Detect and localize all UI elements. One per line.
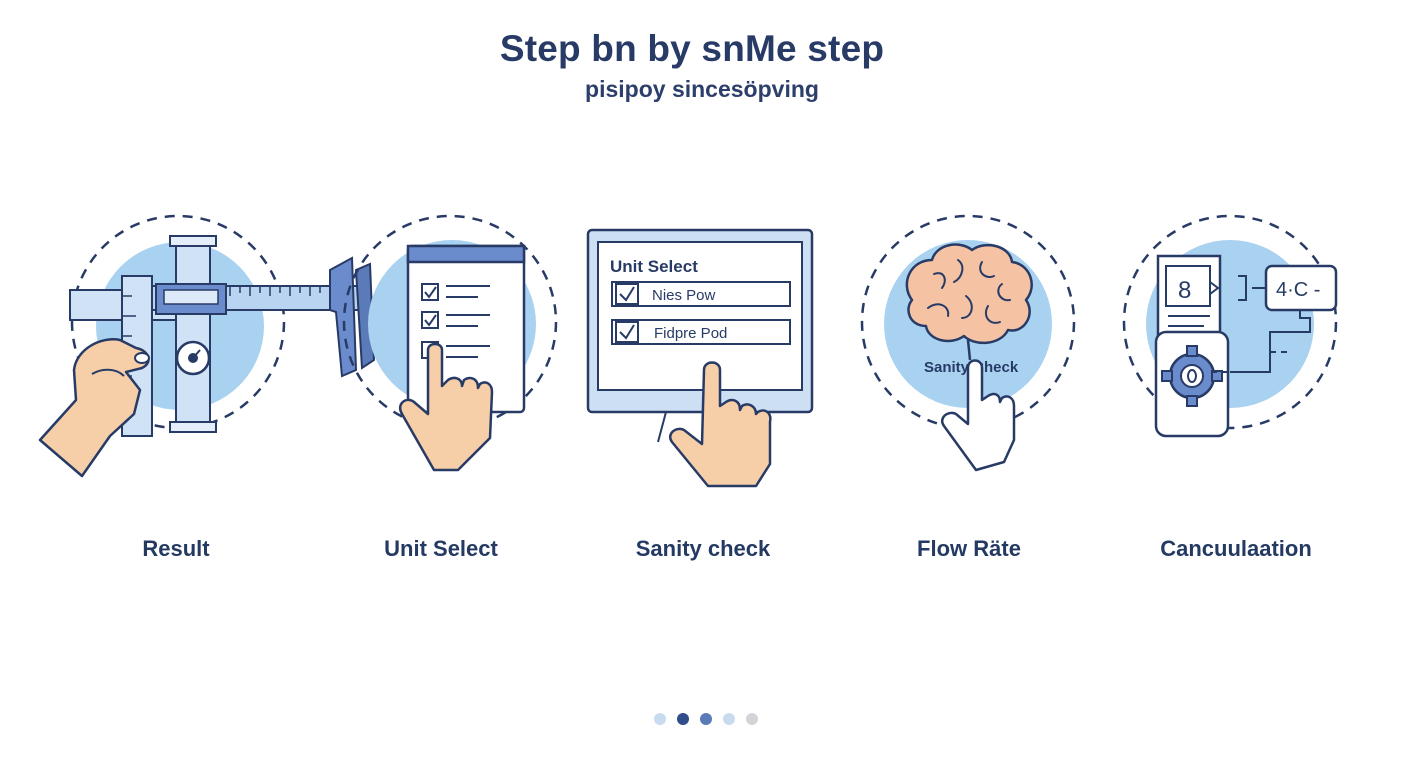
page-subtitle: pisipoy sincesöpving <box>585 76 819 102</box>
pager-dot-3[interactable] <box>700 713 712 725</box>
calculator-gear-icon: 8 4·C - <box>1122 214 1338 438</box>
carousel-pagination <box>654 713 758 725</box>
pager-dot-1[interactable] <box>654 713 666 725</box>
monitor-option-1: Nies Pow <box>652 287 716 304</box>
step-label-result: Result <box>142 536 210 561</box>
calculator-readout: 4·C - <box>1276 279 1320 301</box>
brain-check-icon: Sanity Check <box>860 214 1076 472</box>
caliper-measure-icon <box>38 214 376 478</box>
step-label-sanity-check: Sanity check <box>635 536 771 561</box>
pager-dot-2-active[interactable] <box>677 713 689 725</box>
monitor-form-icon: Unit Select Nies Pow Fidpre Pod <box>586 228 814 488</box>
monitor-heading: Unit Select <box>610 257 698 276</box>
step-label-unit-select: Unit Select <box>384 536 498 561</box>
pager-dot-4[interactable] <box>723 713 735 725</box>
page-title: Step bn by snMe step <box>499 28 885 69</box>
calculator-digit: 8 <box>1178 277 1191 304</box>
step-label-flow-rate: Flow Räte <box>917 536 1021 561</box>
checklist-tap-icon <box>342 214 558 472</box>
monitor-option-2: Fidpre Pod <box>654 325 727 342</box>
step-label-calculation: Cancuulaation <box>1160 536 1312 561</box>
pager-dot-5[interactable] <box>746 713 758 725</box>
